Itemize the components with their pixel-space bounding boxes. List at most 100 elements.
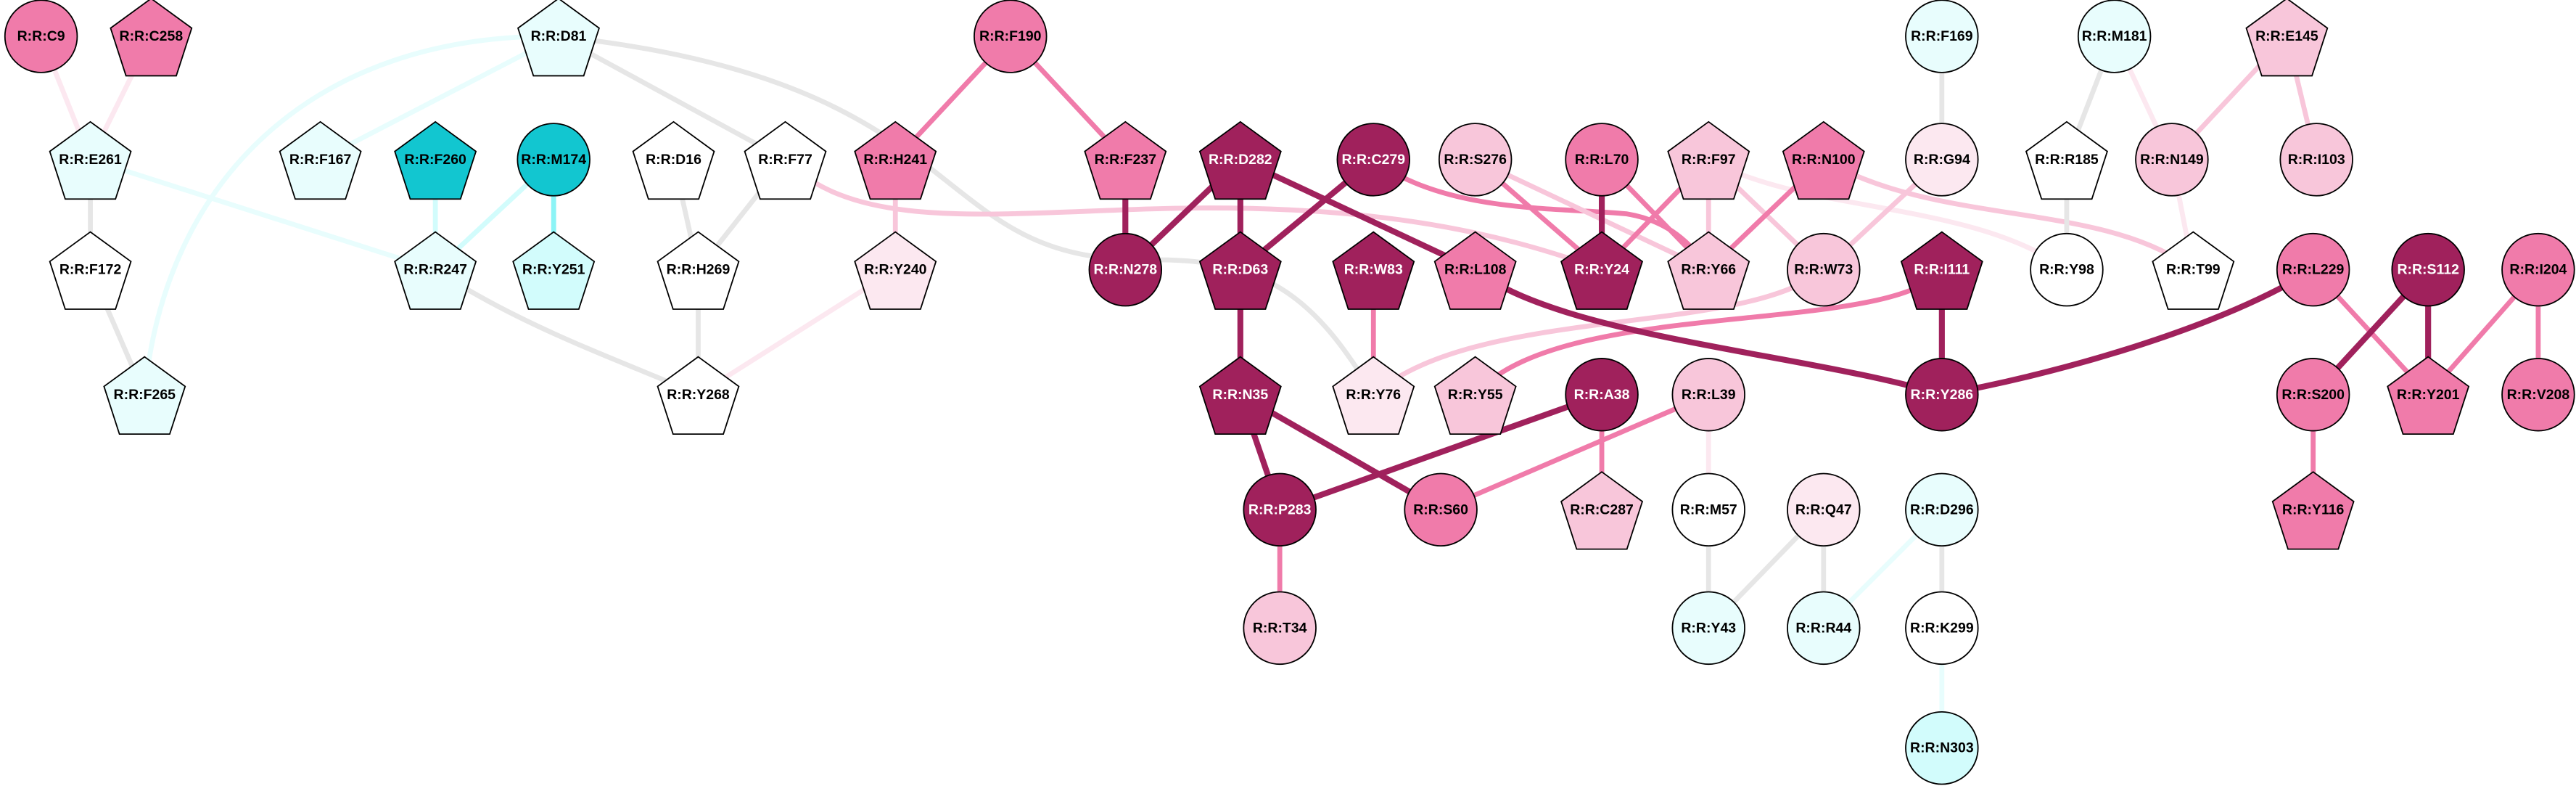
node-y76[interactable]: R:R:Y76 [1332, 356, 1415, 435]
circle-shape [2276, 232, 2350, 307]
node-e261[interactable]: R:R:E261 [49, 120, 132, 200]
node-i111[interactable]: R:R:I111 [1900, 231, 1983, 310]
pentagon-shape [110, 0, 193, 77]
node-l70[interactable]: R:R:L70 [1565, 123, 1639, 197]
node-f265[interactable]: R:R:F265 [103, 356, 186, 435]
node-i103[interactable]: R:R:I103 [2279, 123, 2353, 197]
node-t99[interactable]: R:R:T99 [2152, 231, 2235, 310]
node-n100[interactable]: R:R:N100 [1782, 120, 1865, 200]
circle-shape [1404, 472, 1478, 547]
circle-shape [2030, 232, 2104, 307]
node-d16[interactable]: R:R:D16 [632, 120, 715, 200]
pentagon-shape [394, 231, 477, 310]
node-g94[interactable]: R:R:G94 [1905, 123, 1979, 197]
node-l229[interactable]: R:R:L229 [2276, 232, 2350, 307]
pentagon-shape [512, 231, 596, 310]
node-v208[interactable]: R:R:V208 [2501, 358, 2575, 432]
node-m181[interactable]: R:R:M181 [2077, 0, 2152, 73]
pentagon-shape [1667, 120, 1750, 200]
edge-n100-t99 [1822, 157, 2195, 272]
node-c258[interactable]: R:R:C258 [110, 0, 193, 77]
node-s112[interactable]: R:R:S112 [2391, 232, 2465, 307]
pentagon-shape [1433, 356, 1517, 435]
node-r44[interactable]: R:R:R44 [1787, 591, 1861, 666]
edge-l229-y286 [1941, 267, 2315, 398]
node-f260[interactable]: R:R:F260 [394, 120, 477, 200]
circle-shape [2279, 123, 2353, 197]
pentagon-shape [1332, 356, 1415, 435]
circle-shape [1671, 591, 1745, 666]
circle-shape [1905, 591, 1979, 666]
node-d81[interactable]: R:R:D81 [517, 0, 600, 77]
node-f97[interactable]: R:R:F97 [1667, 120, 1750, 200]
node-y98[interactable]: R:R:Y98 [2030, 232, 2104, 307]
node-f167[interactable]: R:R:F167 [279, 120, 362, 200]
node-f77[interactable]: R:R:F77 [744, 120, 827, 200]
node-n303[interactable]: R:R:N303 [1905, 711, 1979, 785]
edge-i111-y55 [1473, 268, 1944, 396]
node-r185[interactable]: R:R:R185 [2025, 120, 2108, 200]
node-d296[interactable]: R:R:D296 [1905, 472, 1979, 547]
circle-shape [517, 123, 590, 197]
node-y251[interactable]: R:R:Y251 [512, 231, 596, 310]
circle-shape [1243, 591, 1317, 666]
node-y116[interactable]: R:R:Y116 [2271, 471, 2355, 550]
node-w73[interactable]: R:R:W73 [1787, 232, 1861, 307]
node-i204[interactable]: R:R:I204 [2501, 232, 2575, 307]
node-w83[interactable]: R:R:W83 [1332, 231, 1415, 310]
node-y43[interactable]: R:R:Y43 [1671, 591, 1745, 666]
circle-shape [2501, 232, 2575, 307]
pentagon-shape [2387, 356, 2470, 435]
circle-shape [4, 0, 78, 73]
node-f190[interactable]: R:R:F190 [974, 0, 1048, 73]
node-l108[interactable]: R:R:L108 [1433, 231, 1517, 310]
node-s200[interactable]: R:R:S200 [2276, 358, 2350, 432]
pentagon-shape [2152, 231, 2235, 310]
circle-shape [1336, 123, 1410, 197]
circle-shape [1905, 358, 1979, 432]
node-q47[interactable]: R:R:Q47 [1787, 472, 1861, 547]
node-f169[interactable]: R:R:F169 [1905, 0, 1979, 73]
edge-d81-f77 [557, 34, 787, 162]
circle-shape [2077, 0, 2152, 73]
edge-l108-y286 [1473, 267, 1943, 398]
node-n149[interactable]: R:R:N149 [2135, 123, 2209, 197]
node-y286[interactable]: R:R:Y286 [1905, 358, 1979, 432]
node-e145[interactable]: R:R:E145 [2245, 0, 2329, 77]
node-d282[interactable]: R:R:D282 [1198, 120, 1282, 200]
node-h241[interactable]: R:R:H241 [854, 120, 937, 200]
node-n278[interactable]: R:R:N278 [1088, 232, 1163, 307]
node-y55[interactable]: R:R:Y55 [1433, 356, 1517, 435]
node-y240[interactable]: R:R:Y240 [854, 231, 937, 310]
node-c287[interactable]: R:R:C287 [1560, 471, 1644, 550]
node-f237[interactable]: R:R:F237 [1084, 120, 1167, 200]
node-c279[interactable]: R:R:C279 [1336, 123, 1410, 197]
pentagon-shape [103, 356, 186, 435]
pentagon-shape [1084, 120, 1167, 200]
node-m57[interactable]: R:R:M57 [1671, 472, 1745, 547]
node-m174[interactable]: R:R:M174 [517, 123, 590, 197]
node-k299[interactable]: R:R:K299 [1905, 591, 1979, 666]
node-s276[interactable]: R:R:S276 [1438, 123, 1513, 197]
pentagon-shape [394, 120, 477, 200]
node-n35[interactable]: R:R:N35 [1198, 356, 1282, 435]
node-f172[interactable]: R:R:F172 [49, 231, 132, 310]
node-c9[interactable]: R:R:C9 [4, 0, 78, 73]
node-s60[interactable]: R:R:S60 [1404, 472, 1478, 547]
node-p283[interactable]: R:R:P283 [1243, 472, 1317, 547]
node-t34[interactable]: R:R:T34 [1243, 591, 1317, 666]
circle-shape [1787, 232, 1861, 307]
node-a38[interactable]: R:R:A38 [1565, 358, 1639, 432]
node-h269[interactable]: R:R:H269 [657, 231, 740, 310]
edge-f77-y24 [783, 157, 1603, 272]
circle-shape [1787, 472, 1861, 547]
circle-shape [1787, 591, 1861, 666]
node-l39[interactable]: R:R:L39 [1671, 358, 1745, 432]
circle-shape [1671, 472, 1745, 547]
node-y201[interactable]: R:R:Y201 [2387, 356, 2470, 435]
pentagon-shape [1782, 120, 1865, 200]
circle-shape [2135, 123, 2209, 197]
pentagon-shape [1667, 231, 1750, 310]
node-y268[interactable]: R:R:Y268 [657, 356, 740, 435]
